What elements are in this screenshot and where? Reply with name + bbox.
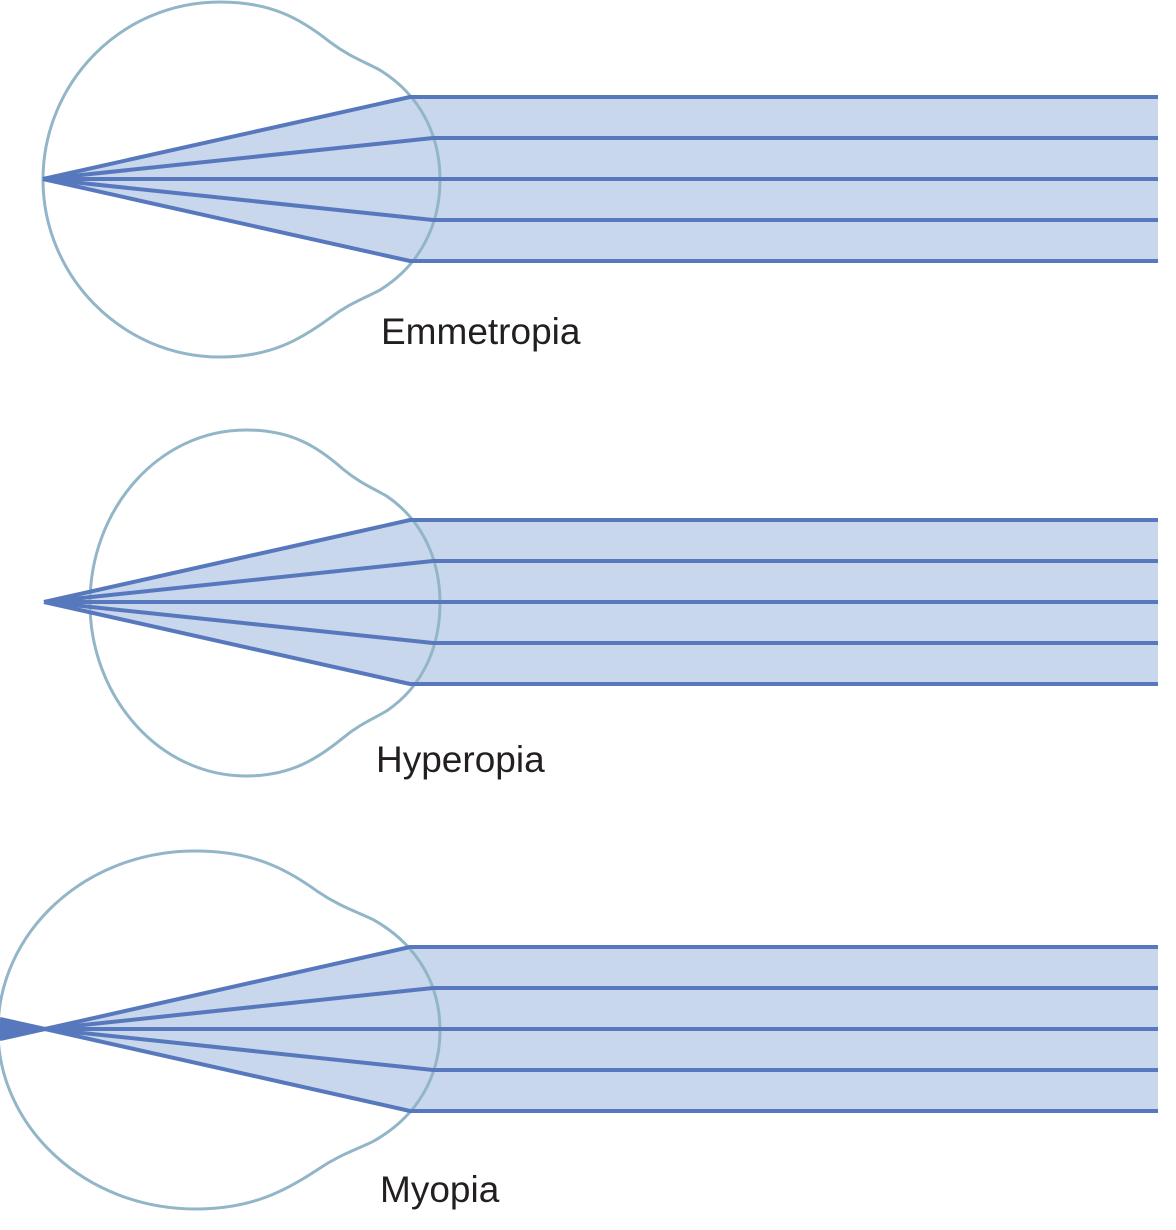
hyperopia-label: Hyperopia [376,739,545,780]
light-ray [42,177,1158,222]
emmetropia-label: Emmetropia [381,311,581,352]
myopia-eye-diagram [0,849,1158,1211]
light-ray [43,518,1158,604]
eye-outline [0,849,442,1211]
emmetropia-eye-diagram [41,0,1158,359]
light-ray [0,1022,1158,1072]
light-ray [43,559,1158,604]
light-ray [43,600,1158,645]
light-ray [43,600,1158,686]
light-ray [0,1016,1158,1113]
light-ray [42,177,1158,263]
light-ray [42,95,1158,181]
myopia-label: Myopia [380,1169,500,1210]
light-ray [42,136,1158,181]
light-ray [0,945,1158,1042]
hyperopia-eye-diagram [43,428,1158,778]
light-ray [0,986,1158,1036]
